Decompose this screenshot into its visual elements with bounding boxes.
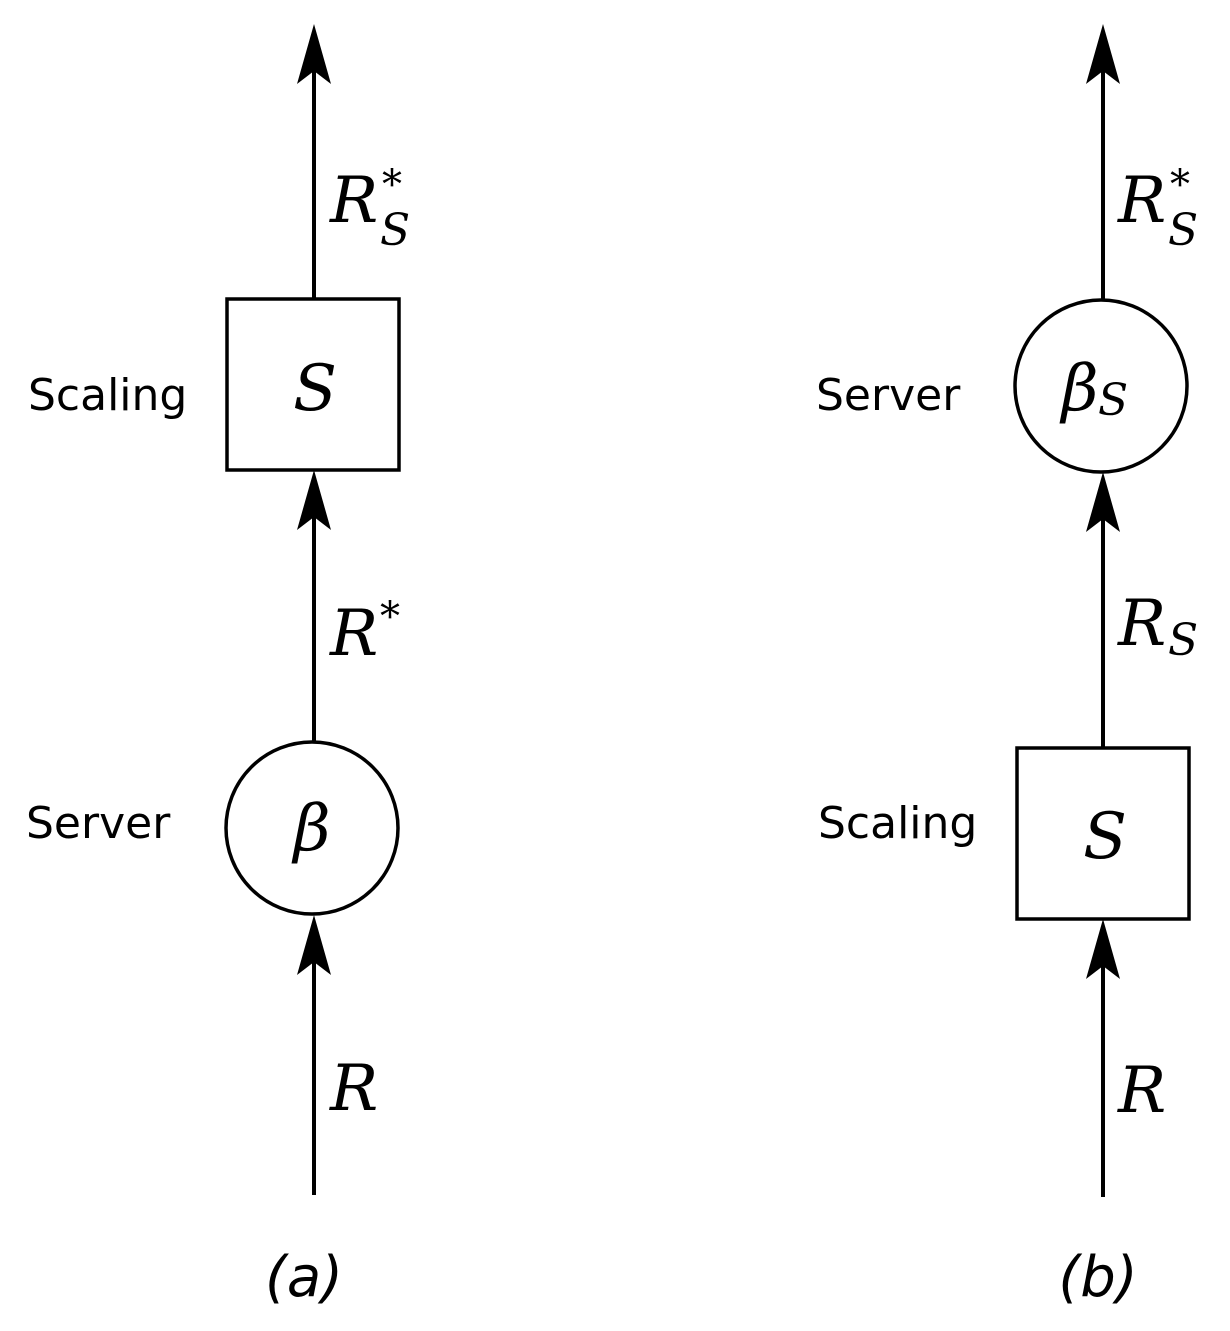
panel-a-caption: (a) (265, 1245, 343, 1310)
panel-b-scaling-label: Scaling (818, 798, 977, 849)
panel-b-server-symbol-sub: S (1098, 375, 1128, 426)
panel-b-output-label-base: R (1117, 164, 1166, 238)
panel-a-input-label: R (329, 1052, 378, 1126)
panel-b-input-label: R (1117, 1054, 1166, 1128)
panel-b-mid-label-sub: S (1168, 615, 1198, 666)
panel-a-output-label: R S * (329, 162, 410, 256)
panel-a-mid-label-base: R (329, 597, 378, 671)
panel-a-server-label: Server (26, 798, 171, 849)
panel-b-output-label-sup: * (1170, 162, 1190, 208)
panel-b-scaling-symbol: S (1083, 800, 1127, 874)
panel-b-output-label-sub: S (1168, 205, 1198, 256)
panel-b-output-label: R S * (1117, 162, 1198, 256)
panel-b-server-symbol-base: β (1060, 352, 1099, 426)
panel-a-scaling-node (225, 297, 401, 472)
panel-b: S β S Server Scaling R S * R S R (b) (816, 24, 1198, 1310)
panel-b-mid-label: R S (1117, 587, 1198, 666)
panel-b-mid-label-base: R (1117, 587, 1166, 661)
panel-b-server-symbol: β S (1060, 352, 1129, 426)
panel-a-mid-arrowhead (297, 470, 331, 530)
panel-a-scaling-label: Scaling (28, 370, 187, 421)
panel-a-mid-label-sup: * (380, 594, 400, 640)
panel-b-mid-arrowhead (1086, 472, 1120, 532)
panel-b-scaling-node (1015, 746, 1191, 921)
panel-a: β S Scaling Server R S * R * R (a) (26, 24, 410, 1310)
panel-a-output-arrowhead (297, 24, 331, 84)
panel-a-mid-label: R * (329, 594, 400, 671)
panel-a-server-symbol: β (292, 792, 331, 866)
panel-b-output-arrowhead (1086, 24, 1120, 84)
panel-a-output-label-sup: * (382, 162, 402, 208)
panel-a-output-label-sub: S (380, 205, 410, 256)
panel-b-caption: (b) (1058, 1245, 1137, 1310)
panel-a-scaling-symbol: S (293, 352, 337, 426)
panel-a-input-arrowhead (297, 915, 331, 975)
panel-b-server-label: Server (816, 370, 961, 421)
panel-b-input-arrowhead (1086, 919, 1120, 979)
panel-a-output-label-base: R (329, 164, 378, 238)
